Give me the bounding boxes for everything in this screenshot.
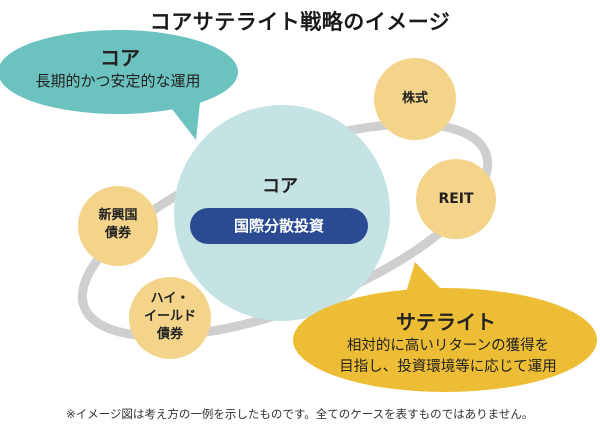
page-title: コアサテライト戦略のイメージ [149,10,451,34]
core-bubble-description: 長期的かつ安定的な運用 [35,72,201,90]
satellite-bubble-description: 相対的に高いリターンの獲得を 目指し、投資環境等に応じて運用 [300,336,596,378]
core-bubble-title: コア [100,46,140,70]
high-yield-bonds-line-2: イールド [143,309,196,324]
satellite-desc-line-2: 目指し、投資環境等に応じて運用 [339,359,557,375]
core-pill-label: 国際分散投資 [233,217,324,235]
satellite-desc-line-1: 相対的に高いリターンの獲得を [346,338,550,354]
high-yield-bonds-label: ハイ・ イールド 債券 [130,290,210,344]
high-yield-bonds-line-3: 債券 [156,327,183,342]
satellite-bubble-title: サテライト [396,310,496,334]
stocks-label: 株式 [401,91,428,106]
emerging-bonds-circle [78,186,158,266]
core-pill [190,208,368,244]
reit-label: REIT [438,191,474,207]
satellite-speech-bubble [293,262,597,392]
emerging-bonds-line-1: 新興国 [98,208,138,223]
footnote: ※イメージ図は考え方の一例を示したものです。全てのケースを表すものではありません… [66,407,534,421]
reit-circle [416,159,496,239]
emerging-bonds-line-2: 債券 [104,226,131,241]
core-speech-bubble [0,30,238,140]
high-yield-bonds-circle [129,277,211,359]
emerging-bonds-label: 新興国 債券 [78,207,158,243]
stocks-circle [374,58,456,140]
high-yield-bonds-line-1: ハイ・ [150,291,190,306]
core-circle-label: コア [262,176,298,197]
